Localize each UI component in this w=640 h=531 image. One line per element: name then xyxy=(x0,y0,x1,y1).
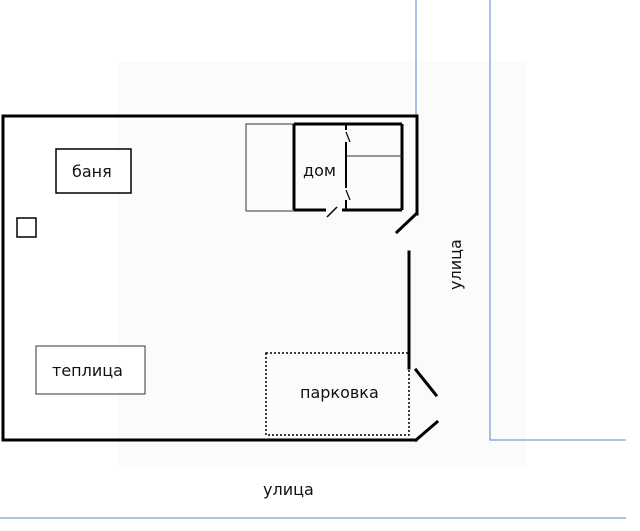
bathhouse-box xyxy=(55,148,132,194)
gate-bottom-leaf xyxy=(413,367,439,398)
bathhouse: баня xyxy=(55,148,132,194)
greenhouse: теплица xyxy=(35,345,146,395)
bathhouse-label: баня xyxy=(72,162,112,181)
greenhouse-label: теплица xyxy=(52,361,123,380)
house-label: дом xyxy=(303,161,336,180)
road-line-right xyxy=(489,0,626,441)
house: дом xyxy=(245,122,404,218)
plot-boundary-main xyxy=(1,114,419,442)
plot-boundary xyxy=(1,114,440,443)
street-label-bottom: улица xyxy=(263,480,314,499)
small-structure xyxy=(16,217,37,238)
gate-lower-leaf xyxy=(413,419,440,443)
house-inner-door-upper xyxy=(345,131,351,143)
road-lines xyxy=(0,0,626,519)
street-label-right: улица xyxy=(446,239,465,290)
parking-label: парковка xyxy=(300,383,379,402)
background-panel xyxy=(118,62,526,467)
parking-area xyxy=(265,352,410,436)
house-entry-door xyxy=(326,206,338,218)
gate-top-leaf xyxy=(394,211,419,235)
parking: парковка xyxy=(265,352,410,436)
greenhouse-box xyxy=(35,345,146,395)
house-inner-door-lower xyxy=(345,189,351,201)
